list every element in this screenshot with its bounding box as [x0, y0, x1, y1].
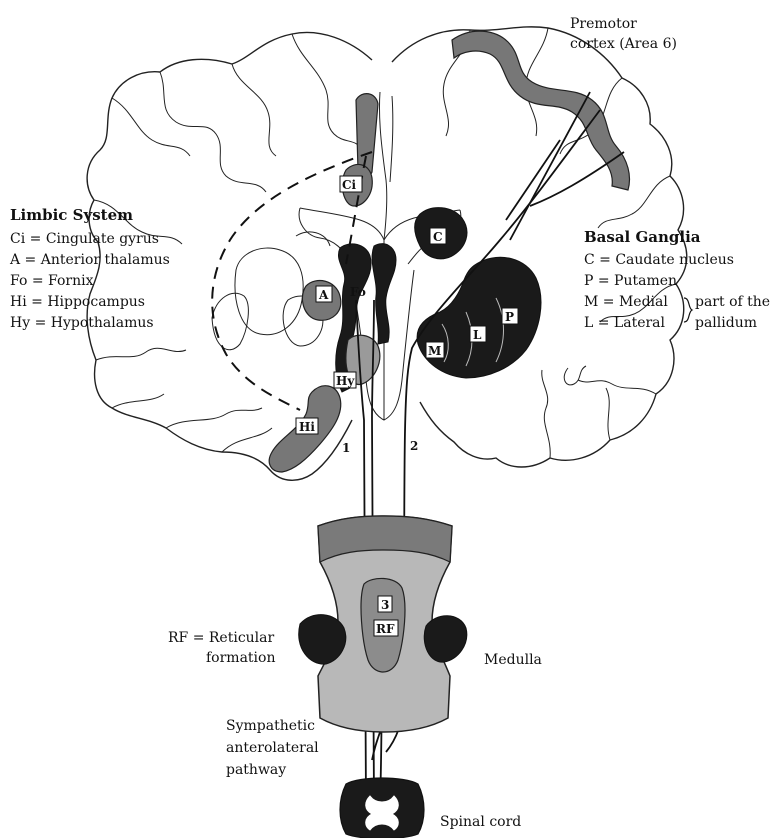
- sympathetic-line3: pathway: [226, 762, 286, 778]
- tag-p: P: [505, 310, 514, 324]
- sympathetic-line1: Sympathetic: [226, 718, 315, 734]
- limbic-structures: [269, 164, 396, 472]
- sympathetic-label: Sympathetic anterolateral pathway: [226, 718, 319, 778]
- tag-a: A: [318, 288, 329, 302]
- basal-item: L = Lateral: [584, 315, 666, 331]
- spinal-cord-label: Spinal cord: [440, 814, 521, 830]
- pathway-number-3: 3: [381, 598, 389, 612]
- tag-ci: Ci: [342, 178, 357, 192]
- basal-item: C = Caudate nucleus: [584, 252, 734, 268]
- pathway-number-1: 1: [342, 441, 350, 455]
- sympathetic-line2: anterolateral: [226, 740, 319, 756]
- reticular-label: RF = Reticular formation: [168, 630, 275, 666]
- pathway-number-2: 2: [410, 439, 418, 453]
- brace-line2: pallidum: [695, 315, 757, 331]
- spinal-cord: [340, 778, 424, 838]
- tag-fo: Fo: [350, 285, 366, 299]
- limbic-title: Limbic System: [10, 206, 133, 224]
- tag-hy: Hy: [336, 374, 355, 388]
- tag-l: L: [473, 328, 482, 342]
- premotor-line1: Premotor: [570, 16, 637, 32]
- reticular-line2: formation: [206, 650, 275, 666]
- basal-title: Basal Ganglia: [584, 228, 701, 246]
- medulla-label: Medulla: [484, 652, 542, 668]
- olive-right: [424, 616, 467, 662]
- limbic-item: A = Anterior thalamus: [9, 252, 170, 268]
- limbic-item: Ci = Cingulate gyrus: [10, 231, 159, 247]
- tag-rf: RF: [376, 622, 395, 636]
- premotor-cortex-region: [356, 31, 630, 190]
- basal-ganglia-legend: Basal Ganglia C = Caudate nucleus P = Pu…: [584, 228, 770, 331]
- olive-left: [299, 615, 346, 665]
- premotor-label: Premotor cortex (Area 6): [570, 16, 677, 52]
- putamen-region: [417, 257, 541, 378]
- limbic-item: Hi = Hippocampus: [10, 294, 145, 310]
- premotor-line2: cortex (Area 6): [570, 36, 677, 52]
- tag-m: M: [428, 344, 441, 358]
- basal-item: M = Medial: [584, 294, 668, 310]
- tag-c: C: [433, 230, 443, 244]
- limbic-item: Hy = Hypothalamus: [10, 315, 154, 331]
- limbic-item: Fo = Fornix: [10, 273, 94, 289]
- reticular-line1: RF = Reticular: [168, 630, 274, 646]
- brace-symbol: [684, 298, 692, 322]
- brace-line1: part of the: [695, 294, 770, 310]
- basal-item: P = Putamen: [584, 273, 677, 289]
- tag-hi: Hi: [299, 420, 315, 434]
